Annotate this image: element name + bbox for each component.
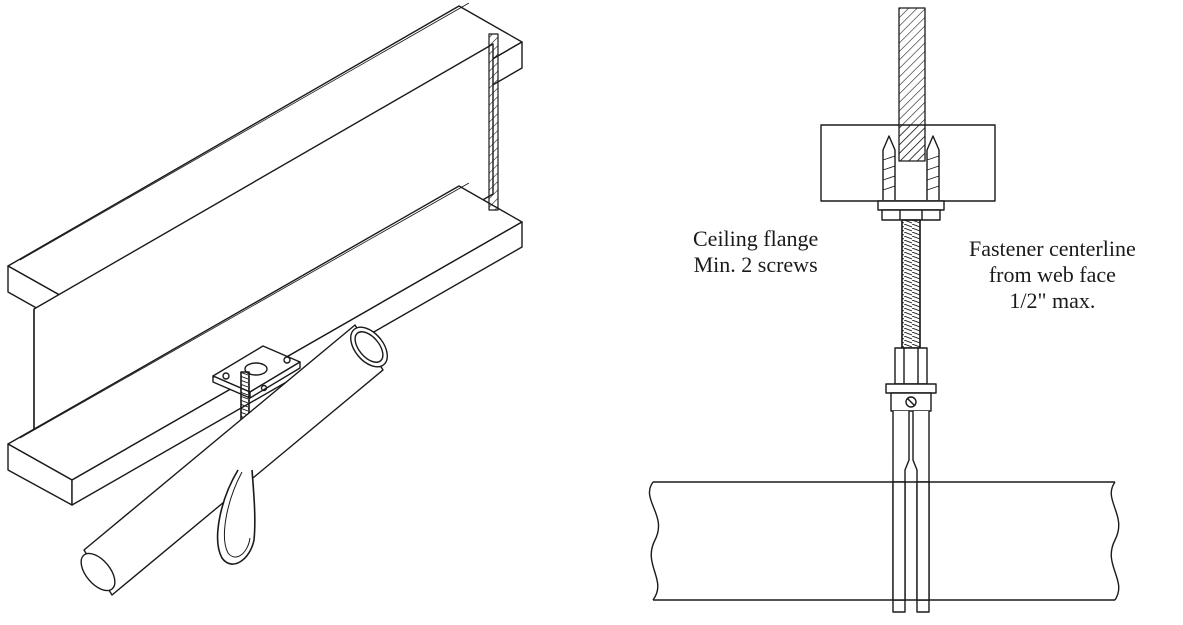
loop-hanger-iso bbox=[216, 469, 256, 565]
pipe-iso bbox=[80, 324, 388, 596]
web-section-hatch bbox=[488, 33, 499, 211]
hanger-swivel bbox=[885, 383, 937, 412]
ceiling-flange-label-line1: Ceiling flange bbox=[693, 226, 819, 251]
fastener-label-line3: 1/2" max. bbox=[1009, 288, 1096, 313]
flange-block bbox=[820, 124, 996, 202]
screws bbox=[882, 135, 940, 200]
fastener-label-line1: Fastener centerline bbox=[969, 236, 1136, 261]
ceiling-flange-label: Ceiling flange Min. 2 screws bbox=[693, 226, 818, 278]
threaded-rod-section bbox=[901, 219, 921, 349]
isometric-view bbox=[7, 2, 523, 596]
fastener-label-line2: from web face bbox=[988, 262, 1116, 287]
pipe-section bbox=[648, 481, 1120, 601]
coupling-nut bbox=[894, 347, 928, 385]
ceiling-flange-label-line2: Min. 2 screws bbox=[693, 252, 818, 277]
section-view bbox=[648, 7, 1120, 613]
fastener-centerline-label: Fastener centerline from web face 1/2" m… bbox=[969, 236, 1136, 314]
ceiling-flange-section bbox=[877, 200, 945, 221]
